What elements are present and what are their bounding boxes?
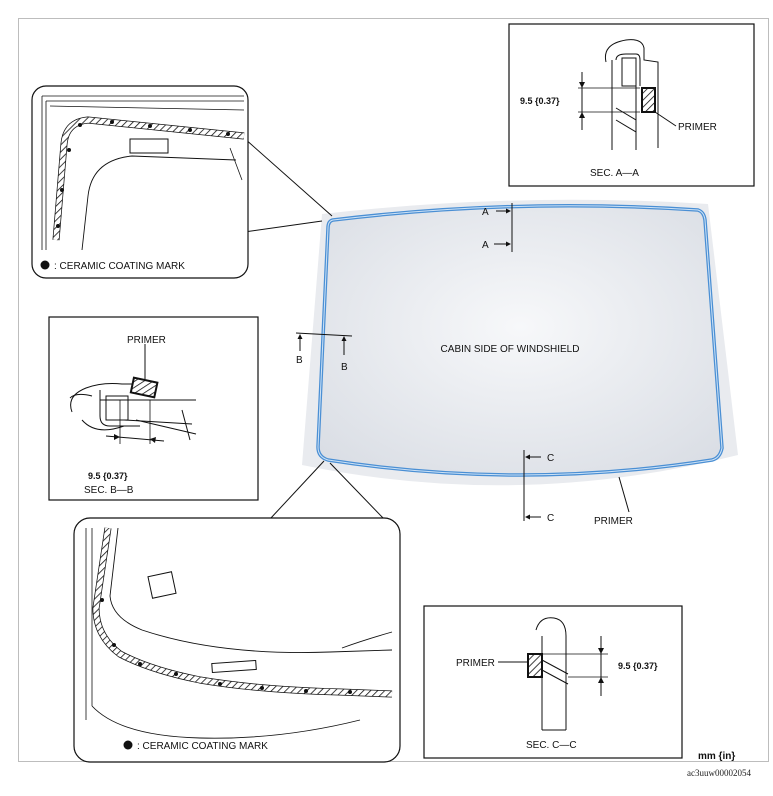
ceramic-legend-bottom: : CERAMIC COATING MARK: [137, 741, 268, 752]
ceramic-legend-top: : CERAMIC COATING MARK: [54, 261, 185, 272]
sec-b-title: SEC. B—B: [84, 485, 134, 496]
sec-c-primer: PRIMER: [456, 658, 495, 669]
detail-bottom-left: : CERAMIC COATING MARK: [73, 460, 401, 763]
sec-a-primer: PRIMER: [678, 122, 717, 133]
sec-b-dim: 9.5 {0.37}: [88, 471, 128, 481]
section-b-detail: PRIMER 9.5 {0.37} SEC. B—B: [48, 316, 259, 501]
section-a-detail: 9.5 {0.37} PRIMER SEC. A—A: [508, 23, 755, 187]
marker-c-bottom: C: [547, 513, 554, 524]
unit-label: mm {in}: [698, 751, 736, 762]
windshield: [302, 199, 738, 486]
sec-a-title: SEC. A—A: [590, 168, 639, 179]
detail-top-left: : CERAMIC COATING MARK: [31, 85, 333, 279]
section-b-marker: B B: [295, 332, 353, 373]
primer-callout: PRIMER: [594, 476, 633, 527]
marker-b-left: B: [296, 355, 303, 366]
marker-b-right: B: [341, 362, 348, 373]
primer-line-inner: [317, 205, 723, 476]
sec-b-primer: PRIMER: [127, 335, 166, 346]
center-label: CABIN SIDE OF WINDSHIELD: [441, 344, 580, 355]
image-code: ac3uuw00002054: [687, 768, 751, 778]
primer-label: PRIMER: [594, 516, 633, 527]
marker-a-top: A: [482, 207, 489, 218]
marker-c-top: C: [547, 453, 554, 464]
section-a-marker: A A: [482, 203, 513, 252]
marker-a-bottom: A: [482, 240, 489, 251]
figure-frame: [18, 18, 769, 762]
sec-c-title: SEC. C—C: [526, 740, 577, 751]
sec-a-dim: 9.5 {0.37}: [520, 96, 560, 106]
sec-c-dim: 9.5 {0.37}: [618, 661, 658, 671]
section-c-marker: C C: [523, 450, 554, 524]
windshield-glass: [318, 205, 722, 475]
section-c-detail: PRIMER 9.5 {0.37} SEC. C—C: [423, 605, 683, 759]
